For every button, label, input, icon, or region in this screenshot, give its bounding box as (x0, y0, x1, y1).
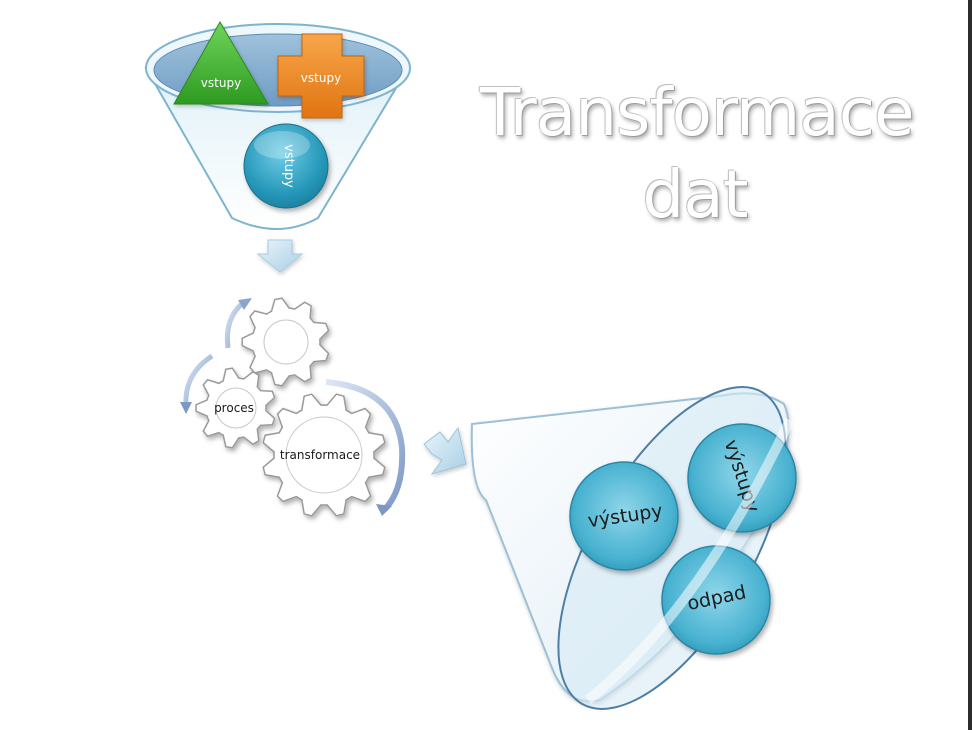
gear-small-hub (215, 387, 257, 429)
triangle-label: vstupy (201, 76, 241, 90)
right-arrow (423, 426, 467, 475)
large-gear-label: transformace (280, 448, 360, 462)
input-triangle: vstupy (173, 20, 269, 105)
input-cross: vstupy (277, 33, 365, 119)
output-circle-1: výstupy (569, 461, 679, 571)
gear-top-hub (263, 319, 309, 365)
arc-arrow-left (183, 353, 214, 407)
small-gear-label: proces (214, 401, 254, 415)
gear-large-hub (285, 416, 363, 494)
circle-label: vstupy (281, 144, 296, 188)
arc-arrow-right (325, 379, 406, 513)
output-circle-3: odpad (661, 545, 771, 655)
arc-arrowhead-top (238, 298, 252, 310)
title-line-2: dat (642, 156, 748, 233)
right-border (968, 0, 972, 730)
title-line-1: Transformace (480, 74, 915, 151)
arc-arrowhead-left (180, 402, 192, 414)
arc-arrowhead-right (376, 504, 392, 516)
small-gear (195, 367, 276, 449)
cross-label: vstupy (301, 71, 341, 85)
output-circle-2: výstupy (687, 423, 797, 533)
slide-title: Transformace dat (480, 72, 915, 236)
top-gear (241, 297, 330, 387)
cone-highlight (584, 417, 795, 704)
down-arrow (256, 239, 304, 273)
large-gear (262, 393, 386, 517)
input-circle: vstupy (243, 123, 329, 209)
gear-arc-arrows (180, 298, 406, 516)
